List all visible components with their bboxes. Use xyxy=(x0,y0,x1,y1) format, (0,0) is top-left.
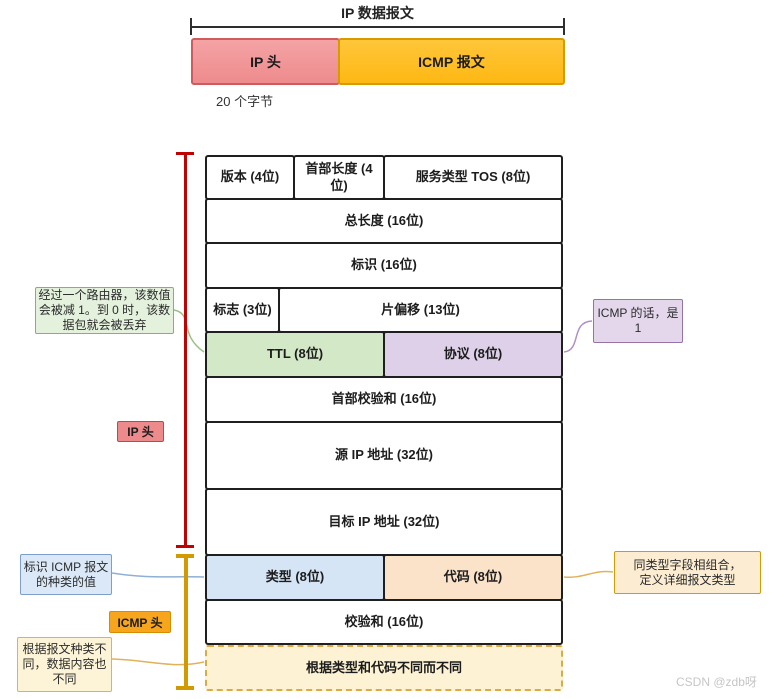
segment-icmp-message-label: ICMP 报文 xyxy=(418,53,485,70)
annotation-icmp-code: 同类型字段相组合，定义详细报文类型 xyxy=(614,551,761,594)
diagram-title: IP 数据报文 xyxy=(341,5,414,21)
connector-protocol xyxy=(563,320,593,353)
table-row: 首部校验和 (16位) xyxy=(205,376,563,423)
field-ttl: TTL (8位) xyxy=(205,331,385,378)
field-version: 版本 (4位) xyxy=(205,155,295,200)
bytes-note: 20 个字节 xyxy=(216,94,274,109)
connector-icmp-data xyxy=(111,658,205,666)
table-row: 目标 IP 地址 (32位) xyxy=(205,488,563,556)
table-row: 版本 (4位) 首部长度 (4位) 服务类型 TOS (8位) xyxy=(205,155,563,200)
table-row: 标识 (16位) xyxy=(205,242,563,289)
dimension-tick-right xyxy=(563,18,565,35)
field-flags: 标志 (3位) xyxy=(205,287,280,333)
field-protocol: 协议 (8位) xyxy=(383,331,563,378)
dimension-tick-left xyxy=(190,18,192,35)
packet-field-table: 版本 (4位) 首部长度 (4位) 服务类型 TOS (8位) 总长度 (16位… xyxy=(205,155,563,691)
field-icmp-type: 类型 (8位) xyxy=(205,554,385,601)
segment-ip-head: IP 头 xyxy=(191,38,340,85)
field-dst-ip: 目标 IP 地址 (32位) xyxy=(205,488,563,556)
field-icmp-data: 根据类型和代码不同而不同 xyxy=(205,645,563,691)
field-src-ip: 源 IP 地址 (32位) xyxy=(205,421,563,490)
connector-icmp-code xyxy=(563,570,614,578)
connector-ttl xyxy=(173,309,205,353)
icmp-header-bracket-cap-bottom xyxy=(176,686,194,690)
segment-icmp-message: ICMP 报文 xyxy=(338,38,565,85)
ip-header-bracket-cap-top xyxy=(176,152,194,155)
annotation-protocol: ICMP 的话，是 1 xyxy=(593,299,683,343)
icmp-header-bracket xyxy=(184,556,188,688)
field-icmp-code: 代码 (8位) xyxy=(383,554,563,601)
table-row: 根据类型和代码不同而不同 xyxy=(205,645,563,691)
field-identification: 标识 (16位) xyxy=(205,242,563,289)
table-row: 标志 (3位) 片偏移 (13位) xyxy=(205,287,563,333)
annotation-ttl: 经过一个路由器，该数值会被减 1。到 0 时，该数据包就会被丢弃 xyxy=(35,287,174,334)
field-tos: 服务类型 TOS (8位) xyxy=(383,155,563,200)
watermark: CSDN @zdb呀 xyxy=(676,675,757,689)
table-row: 类型 (8位) 代码 (8位) xyxy=(205,554,563,601)
table-row: 源 IP 地址 (32位) xyxy=(205,421,563,490)
field-header-checksum: 首部校验和 (16位) xyxy=(205,376,563,423)
ip-header-bracket xyxy=(184,153,187,547)
dimension-line xyxy=(191,26,564,28)
connector-icmp-type xyxy=(111,572,205,578)
ip-header-bracket-cap-bottom xyxy=(176,545,194,548)
icmp-header-label: ICMP 头 xyxy=(109,611,171,633)
table-row: TTL (8位) 协议 (8位) xyxy=(205,331,563,378)
table-row: 总长度 (16位) xyxy=(205,198,563,244)
field-icmp-checksum: 校验和 (16位) xyxy=(205,599,563,645)
field-fragment-offset: 片偏移 (13位) xyxy=(278,287,563,333)
ip-header-label: IP 头 xyxy=(117,421,164,442)
icmp-header-bracket-cap-top xyxy=(176,554,194,558)
field-header-length: 首部长度 (4位) xyxy=(293,155,385,200)
annotation-icmp-data: 根据报文种类不同，数据内容也不同 xyxy=(17,637,112,692)
table-row: 校验和 (16位) xyxy=(205,599,563,645)
field-total-length: 总长度 (16位) xyxy=(205,198,563,244)
segment-ip-head-label: IP 头 xyxy=(250,53,281,70)
annotation-icmp-type: 标识 ICMP 报文的种类的值 xyxy=(20,554,112,595)
